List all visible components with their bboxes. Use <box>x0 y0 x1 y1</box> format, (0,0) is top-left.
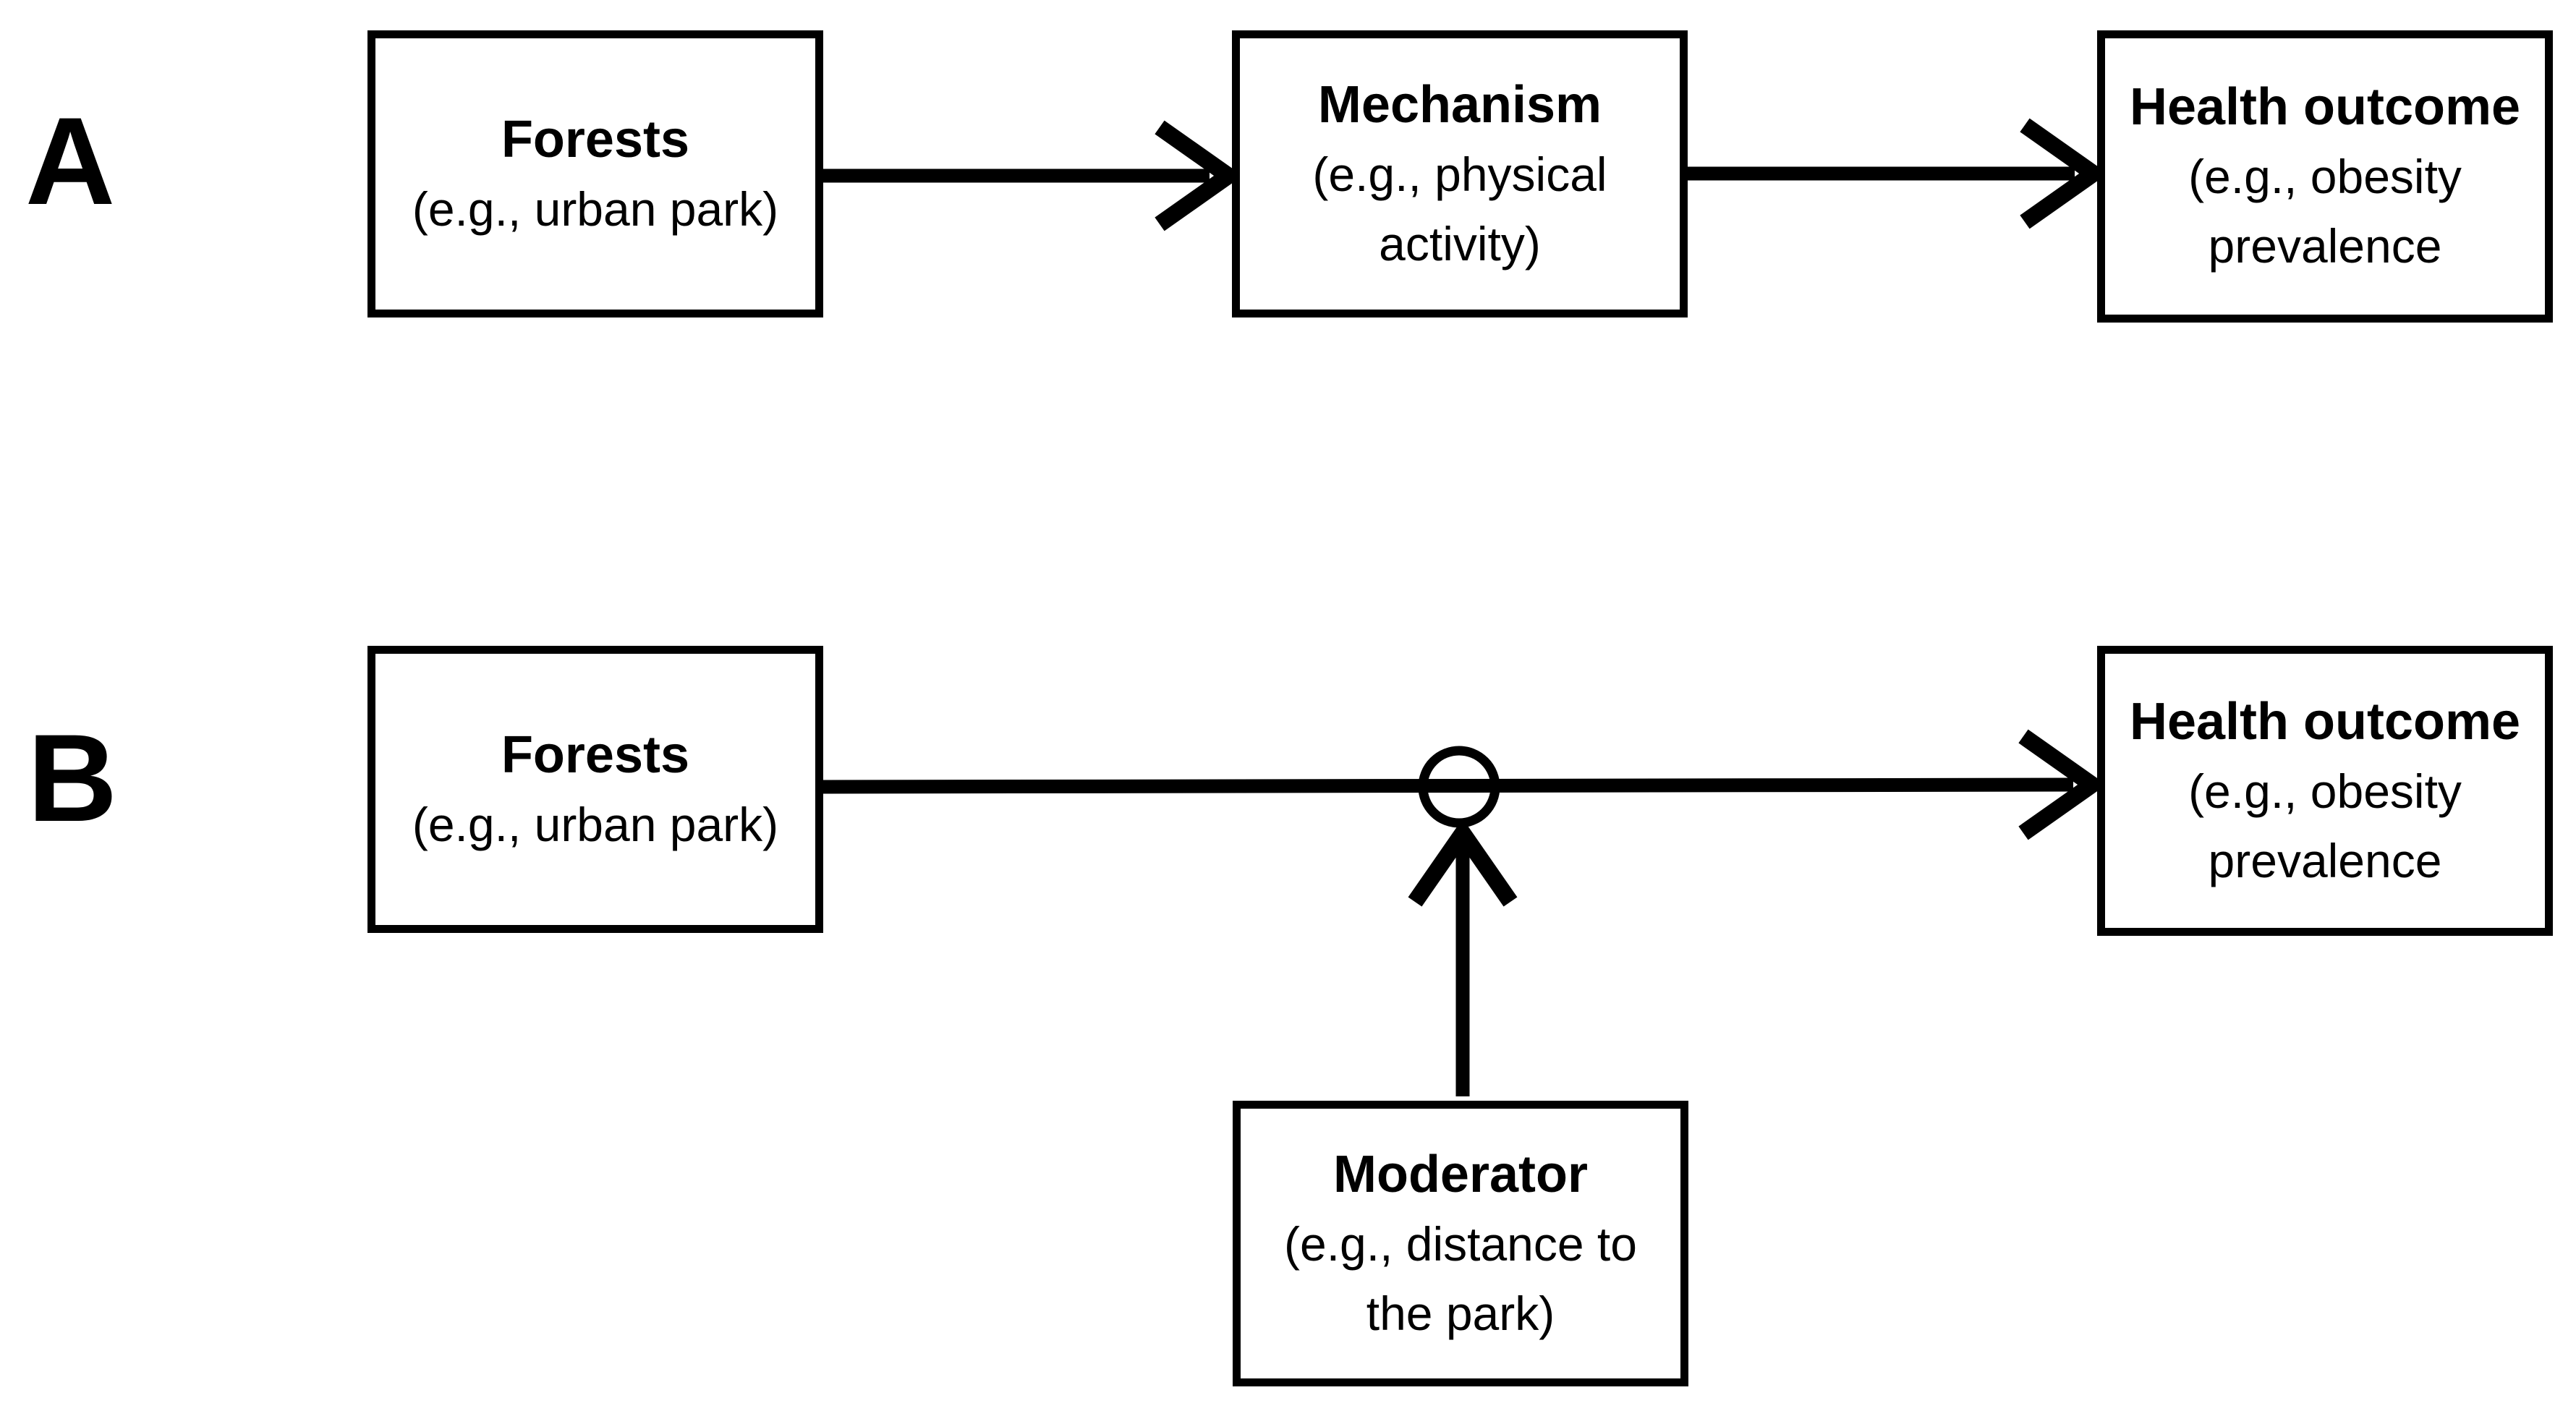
health-outcome-box-panel-b: Health outcome (e.g., obesity prevalence <box>2097 646 2553 936</box>
moderator-example-line-2: the park) <box>1366 1286 1555 1340</box>
health-outcome-example-line-2: prevalence <box>2208 833 2442 887</box>
panel-a-label: A <box>25 92 115 231</box>
health-outcome-title: Health outcome <box>2129 692 2521 751</box>
forests-box-panel-a: Forests (e.g., urban park) <box>367 30 823 317</box>
health-outcome-example-line-1: (e.g., obesity <box>2188 150 2462 203</box>
moderator-box-panel-b: Moderator (e.g., distance to the park) <box>1233 1101 1688 1386</box>
forests-title: Forests <box>501 725 690 784</box>
forests-box-panel-b: Forests (e.g., urban park) <box>367 646 823 933</box>
forests-example: (e.g., urban park) <box>412 182 779 236</box>
mechanism-box-panel-a: Mechanism (e.g., physical activity) <box>1232 30 1688 317</box>
arrow-forests-to-health <box>822 729 2107 840</box>
arrow-forests-to-mechanism <box>823 120 1243 231</box>
moderation-circle <box>1418 746 1500 828</box>
forests-example: (e.g., urban park) <box>412 797 779 851</box>
arrow-mechanism-to-health <box>1688 118 2108 229</box>
health-outcome-example-line-1: (e.g., obesity <box>2188 764 2462 818</box>
forests-title: Forests <box>501 110 690 169</box>
panel-b-label: B <box>27 709 117 848</box>
health-outcome-title: Health outcome <box>2129 78 2521 136</box>
health-outcome-box-panel-a: Health outcome (e.g., obesity prevalence <box>2097 30 2553 323</box>
moderator-example-line-1: (e.g., distance to <box>1284 1216 1637 1271</box>
mechanism-example-line-1: (e.g., physical <box>1312 147 1607 201</box>
health-outcome-example-line-2: prevalence <box>2208 219 2442 273</box>
moderator-title: Moderator <box>1332 1145 1589 1203</box>
arrow-moderator-to-path <box>1408 818 1518 1096</box>
mechanism-example-line-2: activity) <box>1379 216 1541 270</box>
mechanism-title: Mechanism <box>1317 75 1602 134</box>
